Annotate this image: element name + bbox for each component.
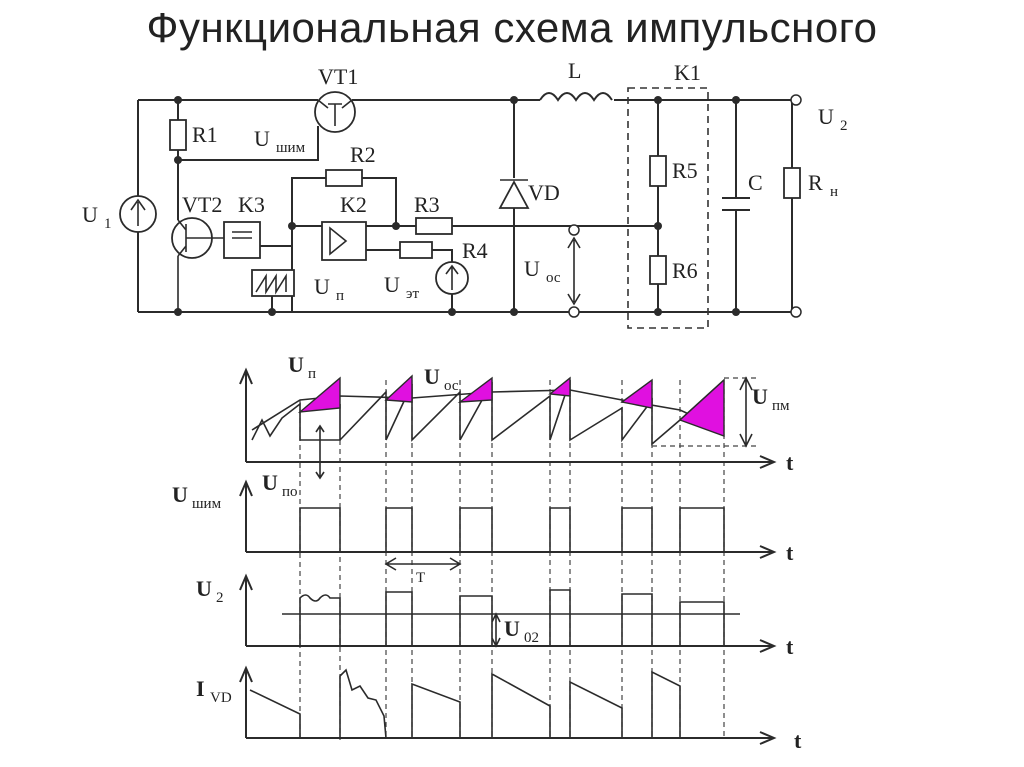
svg-text:K1: K1 <box>674 60 701 85</box>
panel-sawtooth: t U п U ос U пм U по <box>239 352 794 500</box>
svg-text:U: U <box>254 126 270 151</box>
resistor-r4: R4 <box>396 238 488 263</box>
svg-text:2: 2 <box>216 590 224 606</box>
svg-text:п: п <box>308 366 316 382</box>
overlap-area <box>548 376 571 397</box>
svg-text:U: U <box>818 104 834 129</box>
svg-text:ос: ос <box>444 378 459 394</box>
sync-lines <box>299 380 725 740</box>
svg-text:VD: VD <box>528 180 560 205</box>
svg-text:эт: эт <box>406 286 419 302</box>
svg-text:U: U <box>288 352 304 377</box>
panel-diode-current: t I VD <box>196 665 802 753</box>
svg-text:U: U <box>262 470 278 495</box>
reference-source-uet: U эт <box>384 261 469 312</box>
svg-text:C: C <box>748 170 763 195</box>
diode-vd: VD <box>498 100 560 312</box>
svg-text:шим: шим <box>192 496 222 512</box>
panel-output-voltage: t U 2 U 02 <box>196 573 794 659</box>
overlap-area <box>297 376 341 413</box>
label-u1: U <box>82 202 98 227</box>
divider-k1: K1 R5 R6 <box>627 60 709 329</box>
svg-text:U: U <box>752 384 768 409</box>
svg-text:T: T <box>416 570 425 586</box>
capacitor-c: C <box>722 100 763 312</box>
svg-text:t: t <box>794 728 802 753</box>
transistor-vt2: VT2 <box>171 192 224 312</box>
svg-text:U: U <box>504 616 520 641</box>
overlap-area <box>384 374 413 403</box>
svg-text:R: R <box>808 170 823 195</box>
resistor-rn: R н <box>783 100 838 312</box>
svg-text:t: t <box>786 634 794 659</box>
svg-text:R1: R1 <box>192 122 218 147</box>
slide-title: Функциональная схема импульсного <box>146 4 878 51</box>
svg-text:R3: R3 <box>414 192 440 217</box>
svg-text:L: L <box>568 58 581 83</box>
label-u1-sub: 1 <box>104 216 112 232</box>
svg-text:ос: ос <box>546 270 561 286</box>
feedback-voltage-uos: U ос <box>524 224 581 318</box>
svg-text:t: t <box>786 540 794 565</box>
svg-text:R5: R5 <box>672 158 698 183</box>
junction-dots <box>174 96 740 316</box>
output-u2: U 2 <box>790 94 848 318</box>
timing-diagrams: t U п U ос U пм U по t U шим <box>172 352 802 753</box>
overlap-area <box>457 376 493 403</box>
svg-text:пм: пм <box>772 398 790 414</box>
svg-text:U: U <box>172 482 188 507</box>
svg-text:t: t <box>786 450 794 475</box>
svg-text:шим: шим <box>276 140 306 156</box>
svg-text:K3: K3 <box>238 192 265 217</box>
svg-text:н: н <box>830 184 838 200</box>
svg-text:K2: K2 <box>340 192 367 217</box>
svg-text:U: U <box>384 272 400 297</box>
panel-pwm: t U шим T <box>172 479 794 586</box>
svg-text:R2: R2 <box>350 142 376 167</box>
svg-text:по: по <box>282 484 298 500</box>
circuit-schematic: U 1 R1 VT1 U шим L VT2 <box>82 58 848 329</box>
svg-text:п: п <box>336 288 344 304</box>
svg-text:VT1: VT1 <box>318 64 358 89</box>
svg-text:2: 2 <box>840 118 848 134</box>
svg-text:U: U <box>424 364 440 389</box>
comparator-k3: K3 <box>223 192 293 312</box>
sawtooth-generator: U п <box>251 269 344 312</box>
svg-text:VT2: VT2 <box>182 192 222 217</box>
resistor-r2: R2 <box>291 142 397 226</box>
svg-text:R6: R6 <box>672 258 698 283</box>
svg-text:U: U <box>524 256 540 281</box>
svg-text:VD: VD <box>210 690 232 706</box>
overlap-area <box>678 378 725 437</box>
resistor-r3: R3 <box>366 192 658 235</box>
overlap-area <box>620 378 653 409</box>
svg-text:R4: R4 <box>462 238 488 263</box>
svg-text:02: 02 <box>524 630 539 646</box>
svg-text:U: U <box>196 576 212 601</box>
transistor-vt1: VT1 U шим <box>254 64 358 156</box>
source-u1: U 1 <box>82 195 157 233</box>
amplifier-k2: K2 <box>292 192 396 261</box>
svg-text:U: U <box>314 274 330 299</box>
svg-text:I: I <box>196 676 205 701</box>
inductor-l: L <box>539 58 613 102</box>
resistor-r1: R1 <box>169 119 218 151</box>
